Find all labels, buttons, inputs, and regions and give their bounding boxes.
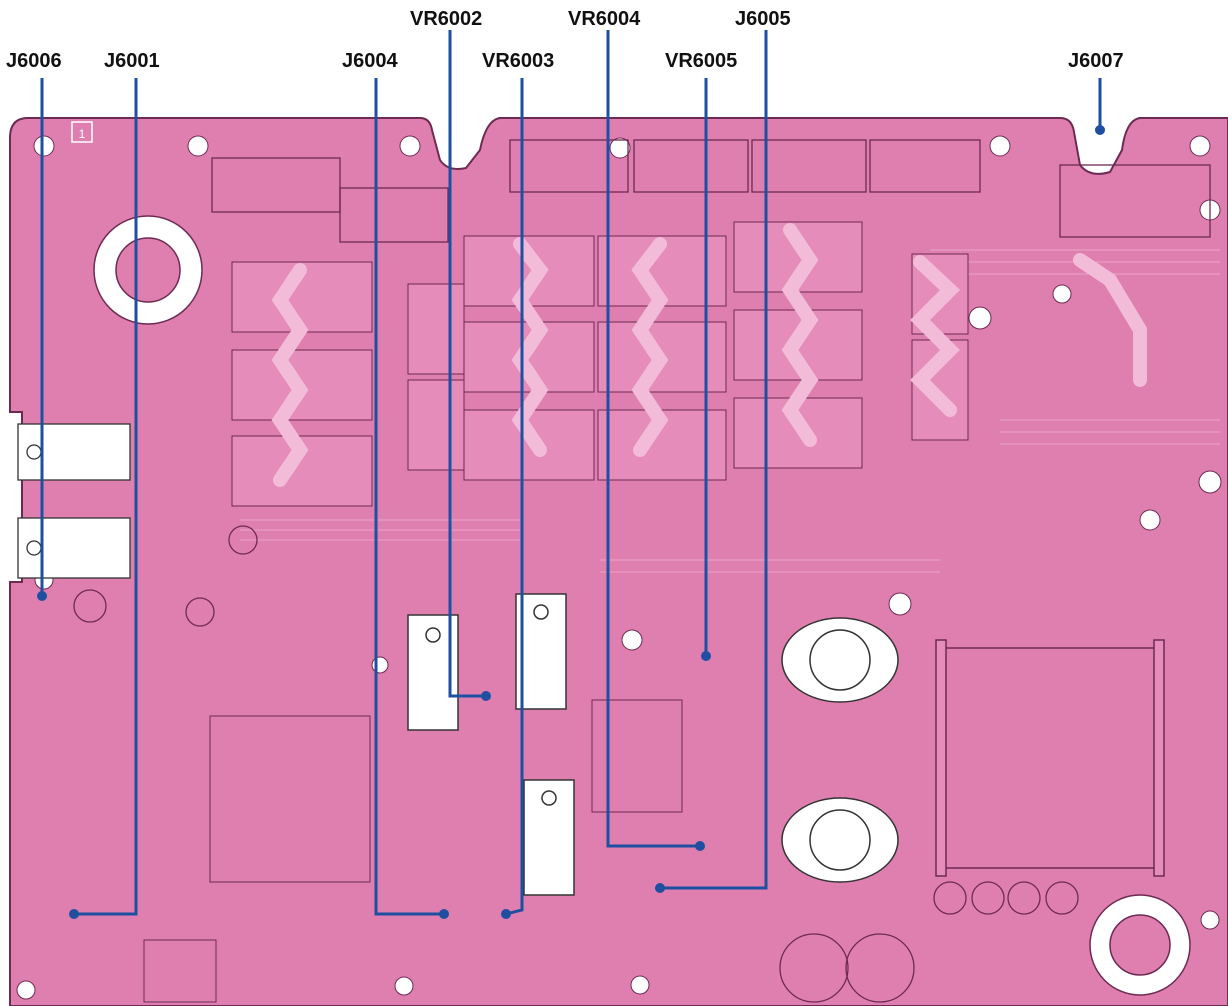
- toroids: [93, 215, 1191, 996]
- board-corner-marker-box: [71, 121, 93, 143]
- callout-VR6005: VR6005: [665, 50, 738, 72]
- callout-VR6003: VR6003: [482, 50, 555, 72]
- power-transistors: [407, 593, 575, 896]
- callout-line-J6005: [660, 30, 768, 890]
- callout-J6004: J6004: [342, 50, 398, 72]
- callout-line-VR6004: [606, 30, 700, 848]
- electrolytic-capacitors: [73, 525, 1079, 1003]
- background-traces: [240, 249, 1220, 573]
- callout-dots: [37, 125, 1105, 919]
- relay-row-top: [211, 139, 1211, 243]
- callout-line-VR6002: [448, 30, 486, 698]
- callout-J6006: J6006: [6, 50, 62, 72]
- callout-lines: [40, 30, 1102, 916]
- callout-VR6004: VR6004: [568, 8, 641, 30]
- callout-VR6002: VR6002: [410, 8, 483, 30]
- inductor-blocks: [231, 221, 969, 507]
- callout-J6005: J6005: [735, 8, 791, 30]
- to3-transistors: [781, 617, 899, 883]
- board-corner-marker: 1: [79, 127, 86, 141]
- left-connectors: [17, 423, 131, 579]
- callout-line-VR6003: [505, 78, 524, 916]
- callout-line-J6004: [374, 78, 444, 916]
- callout-J6007: J6007: [1068, 50, 1124, 72]
- small-signal-area: [143, 699, 683, 1003]
- transformer: [935, 639, 1165, 877]
- callout-J6001: J6001: [104, 50, 160, 72]
- mounting-holes: [16, 135, 1222, 1000]
- callout-line-J6001: [74, 78, 138, 916]
